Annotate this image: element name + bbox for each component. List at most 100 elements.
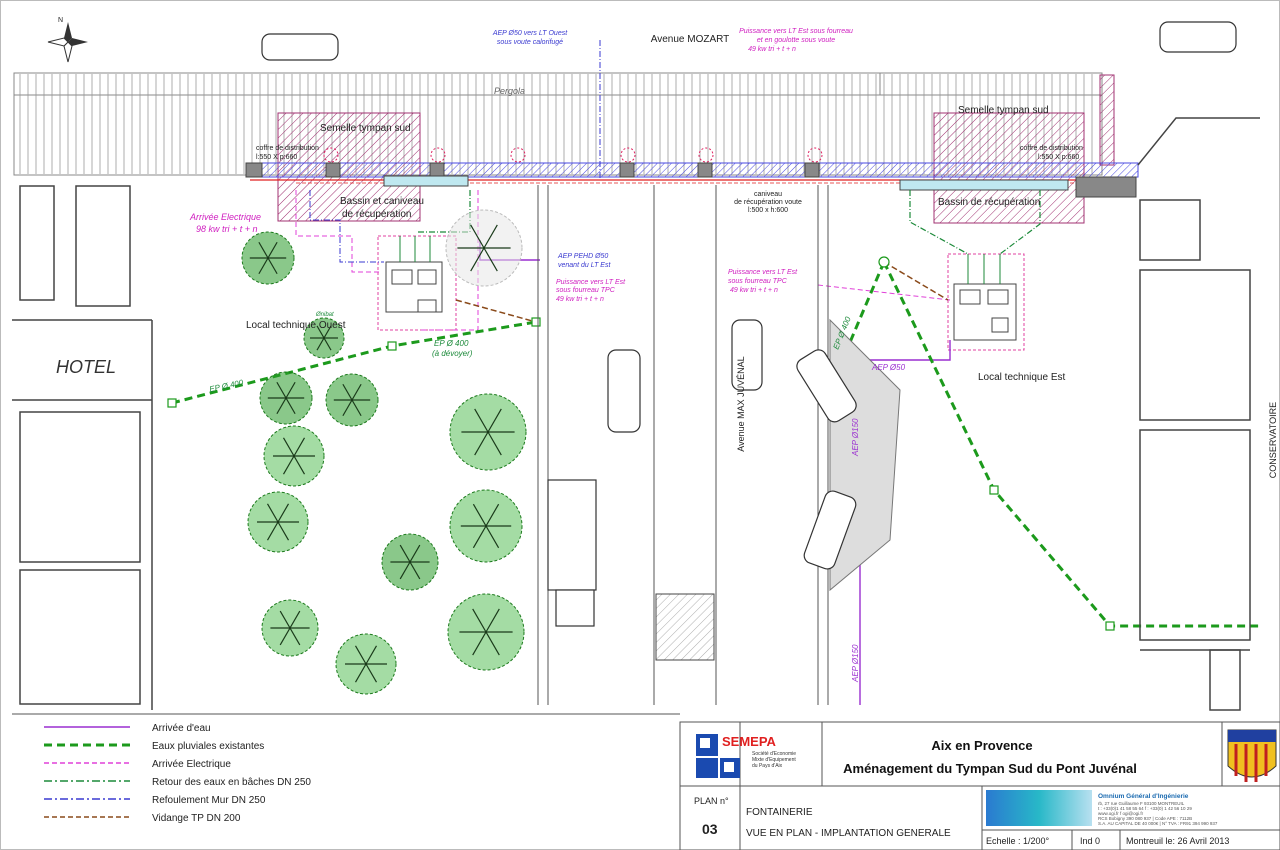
label-semelle-left: Semelle tympan sud — [320, 123, 411, 134]
svg-text:AEP Ø50 vers LT Ouest: AEP Ø50 vers LT Ouest — [492, 30, 568, 37]
svg-text:EP Ø 400: EP Ø 400 — [209, 378, 245, 394]
svg-text:l:500 x h:600: l:500 x h:600 — [748, 207, 788, 214]
svg-text:www.ogi.fr f ogi@ogi.fr: www.ogi.fr f ogi@ogi.fr — [1098, 811, 1144, 816]
wall-right — [1099, 74, 1115, 166]
tree-icon — [263, 425, 325, 487]
svg-text:caniveau: caniveau — [754, 191, 782, 198]
tree-icon — [303, 317, 345, 359]
svg-text:Puissance vers LT Est: Puissance vers LT Est — [728, 269, 798, 276]
svg-text:(à dévoyer): (à dévoyer) — [432, 349, 473, 358]
svg-text:Puissance vers LT Est: Puissance vers LT Est — [556, 279, 626, 286]
tree-icon — [259, 371, 313, 425]
svg-text:coffre de distribution: coffre de distribution — [1020, 145, 1083, 152]
roads — [537, 185, 829, 705]
buildings-right — [1137, 117, 1260, 711]
tree-icon — [445, 209, 523, 287]
legend-item: Eaux pluviales existantes — [44, 741, 264, 752]
legend-label: Arrivée d'eau — [152, 723, 211, 734]
svg-text:49 kw tri + t + n: 49 kw tri + t + n — [730, 287, 778, 294]
svg-text:49 kw tri + t + n: 49 kw tri + t + n — [748, 46, 796, 53]
title-block: SEMEPA Société d'Economie Mixte d'Equipe… — [679, 721, 1280, 850]
semepa-name: SEMEPA — [722, 734, 777, 749]
tree-icon — [447, 593, 525, 671]
grille — [655, 593, 715, 661]
svg-text:sous voute calorifugé: sous voute calorifugé — [497, 39, 563, 46]
eaux-pluviales-lines — [171, 261, 1262, 628]
index: Ind 0 — [1080, 836, 1100, 846]
label-conservatoire: CONSERVATOIRE — [1268, 402, 1278, 478]
firm-logo — [986, 790, 1092, 826]
svg-text:sous fourreau TPC: sous fourreau TPC — [728, 278, 788, 285]
label-local-ouest: Local technique Ouest — [246, 320, 346, 331]
svg-text:et en goulotte sous voute: et en goulotte sous voute — [757, 37, 835, 44]
svg-text:venant du LT Est: venant du LT Est — [558, 262, 611, 269]
electrical-lines — [295, 190, 951, 331]
label-avenue-mozart: Avenue MOZART — [651, 34, 730, 45]
label-pergola: Pergola — [494, 86, 525, 96]
coffres — [245, 162, 1137, 198]
semepa-logo: SEMEPA Société d'Economie Mixte d'Equipe… — [696, 734, 796, 778]
vehicles — [261, 21, 1237, 627]
tree-icon — [241, 231, 295, 285]
firm-name: Omnium Général d'Ingénierie — [1098, 793, 1189, 800]
legend-item: Arrivée d'eau — [44, 723, 211, 734]
trees — [241, 209, 527, 695]
svg-text:49 kw tri + t + n: 49 kw tri + t + n — [556, 296, 604, 303]
city-title: Aix en Provence — [931, 738, 1032, 753]
svg-text:t : +33(0)1 41 58 55 64 f : +3: t : +33(0)1 41 58 55 64 f : +33(0) 1 42 … — [1098, 806, 1192, 811]
tree-icon — [247, 491, 309, 553]
svg-text:Société d'Economie: Société d'Economie — [752, 751, 796, 757]
plan-label: PLAN n° — [694, 796, 729, 806]
svg-text:Ønibat: Ønibat — [315, 312, 334, 318]
bassin-left — [383, 175, 469, 187]
coat-of-arms-icon — [1227, 729, 1277, 782]
svg-text:l:550 X p:660: l:550 X p:660 — [1038, 154, 1079, 161]
discipline: FONTAINERIE — [746, 807, 813, 818]
svg-text:l:550 X p:660: l:550 X p:660 — [256, 154, 297, 161]
tree-icon — [325, 373, 379, 427]
date: Montreuil le: 26 Avril 2013 — [1126, 836, 1229, 846]
legend-item: Refoulement Mur DN 250 — [44, 795, 266, 806]
svg-text:AEP Ø150: AEP Ø150 — [851, 418, 860, 457]
pergola — [13, 72, 1103, 176]
label-avenue-max-juvenal: Avenue MAX JUVÉNAL — [736, 356, 746, 451]
drawing-labels: Avenue MOZART Pergola Semelle tympan sud… — [56, 28, 1278, 683]
svg-text:de récupération voute: de récupération voute — [734, 199, 802, 206]
label-bassin-right: Bassin de récupération — [938, 197, 1040, 208]
label-hotel: HOTEL — [56, 357, 116, 377]
legend-label: Retour des eaux en bâches DN 250 — [152, 777, 311, 788]
svg-text:du Pays d'Aix: du Pays d'Aix — [752, 763, 783, 769]
svg-text:Mixte d'Equipement: Mixte d'Equipement — [752, 757, 796, 763]
tree-icon — [261, 599, 319, 657]
buildings-left — [12, 185, 153, 710]
local-technique-ouest — [377, 235, 457, 331]
scale: Echelle : 1/200° — [986, 836, 1050, 846]
label-local-est: Local technique Est — [978, 372, 1066, 383]
svg-text:AEP Ø150: AEP Ø150 — [851, 644, 860, 683]
tree-icon — [335, 633, 397, 695]
svg-text:sous fourreau TPC: sous fourreau TPC — [556, 287, 616, 294]
svg-text:RCS Bobigny 390 080 937 | Code: RCS Bobigny 390 080 937 | Code APE : 711… — [1098, 816, 1192, 821]
legend-item: Retour des eaux en bâches DN 250 — [44, 777, 311, 788]
svg-text:S.A. AU CAPITAL DE 40 000€ | N: S.A. AU CAPITAL DE 40 000€ | N° TVA : FR… — [1098, 821, 1218, 826]
legend-item: Vidange TP DN 200 — [44, 813, 241, 824]
legend-label: Arrivée Electrique — [152, 759, 231, 770]
svg-text:de récupération: de récupération — [342, 209, 412, 220]
label-arrivee-electrique: Arrivée Electrique — [189, 212, 261, 222]
svg-text:EP Ø 400: EP Ø 400 — [434, 339, 469, 348]
legend-label: Eaux pluviales existantes — [152, 741, 264, 752]
tree-icon — [381, 533, 439, 591]
north-arrow-icon: N — [47, 17, 88, 63]
plan-number: 03 — [702, 821, 718, 837]
label-semelle-right: Semelle tympan sud — [958, 105, 1049, 116]
bassin-right — [899, 179, 1069, 191]
vidange-line — [455, 299, 537, 323]
label-bassin-left: Bassin et caniveau — [340, 196, 424, 207]
tree-icon — [449, 489, 523, 563]
svg-text:Puissance vers LT Est sous fou: Puissance vers LT Est sous fourreau — [739, 28, 853, 35]
tree-icon — [449, 393, 527, 471]
svg-text:coffre de distribution: coffre de distribution — [256, 145, 319, 152]
view-title: VUE EN PLAN - IMPLANTATION GENERALE — [746, 828, 951, 839]
